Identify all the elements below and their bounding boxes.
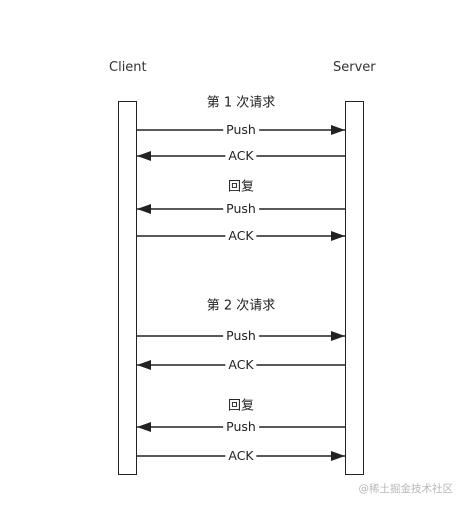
- message-label: ACK: [225, 358, 257, 372]
- client-lifeline: [118, 101, 137, 475]
- arrowhead-right-icon: [331, 331, 345, 341]
- arrowhead-left-icon: [137, 204, 151, 214]
- arrowhead-left-icon: [137, 422, 151, 432]
- arrowhead-right-icon: [331, 125, 345, 135]
- message-label: ACK: [225, 149, 257, 163]
- message-label: ACK: [225, 449, 257, 463]
- group-label-request-1: 第 1 次请求: [206, 95, 276, 111]
- arrowhead-right-icon: [331, 231, 345, 241]
- arrowhead-left-icon: [137, 360, 151, 370]
- message-label: Push: [223, 329, 259, 343]
- message-label: Push: [223, 123, 259, 137]
- message-label: Push: [223, 202, 259, 216]
- group-label-reply-2: 回复: [227, 398, 255, 414]
- group-label-reply-1: 回复: [227, 179, 255, 195]
- message-label: ACK: [225, 229, 257, 243]
- arrowhead-right-icon: [331, 451, 345, 461]
- group-label-request-2: 第 2 次请求: [206, 298, 276, 314]
- message-label: Push: [223, 420, 259, 434]
- watermark: @稀土掘金技术社区: [358, 483, 454, 495]
- server-lifeline: [345, 101, 364, 475]
- participant-client-label: Client: [109, 60, 147, 75]
- participant-server-label: Server: [333, 60, 376, 75]
- arrowhead-left-icon: [137, 151, 151, 161]
